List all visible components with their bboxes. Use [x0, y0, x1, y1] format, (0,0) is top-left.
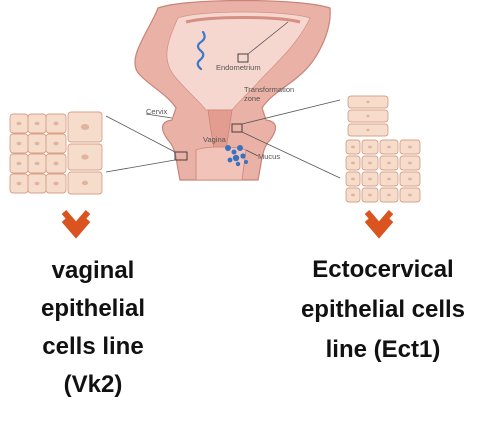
cell-nucleus [351, 194, 355, 197]
cell-nucleus [387, 162, 391, 165]
cell-nucleus [81, 124, 89, 130]
cell-nucleus [34, 122, 39, 126]
cell-nucleus [366, 101, 369, 103]
cell-nucleus [53, 142, 58, 146]
cell-nucleus [387, 194, 391, 197]
vagina-label: Vagina [203, 135, 227, 144]
cell-nucleus [351, 146, 355, 149]
cell-nucleus [16, 182, 21, 186]
cell-nucleus [351, 178, 355, 181]
cell-nucleus [16, 162, 21, 166]
cell-nucleus [34, 182, 39, 186]
vaginal-epithelium-cells [10, 112, 102, 194]
cell-nucleus [368, 194, 372, 197]
arrow-down-left [64, 212, 88, 234]
cell-nucleus [387, 146, 391, 149]
arrow-down-right [367, 212, 391, 234]
cell-nucleus [408, 146, 412, 149]
mucus-label: Mucus [258, 152, 280, 161]
endometrium-label: Endometrium [216, 63, 261, 72]
cell-nucleus [53, 162, 58, 166]
cell-nucleus [366, 129, 369, 131]
ect1-caption-line: line (Ect1) [268, 330, 498, 370]
cell-nucleus [368, 162, 372, 165]
transformation-zone-label-line2: zone [244, 94, 260, 103]
vk2-caption-line: cells line [18, 328, 168, 366]
vk2-caption: vaginal epithelial cells line (Vk2) [18, 252, 168, 404]
transformation-zone-label: Transformation [244, 85, 294, 94]
cell-nucleus [53, 182, 58, 186]
cell-nucleus [368, 178, 372, 181]
cervix-label: Cervix [146, 107, 168, 116]
ect1-caption-line: epithelial cells [268, 290, 498, 330]
cell-nucleus [82, 181, 88, 185]
ect1-caption: Ectocervical epithelial cells line (Ect1… [268, 250, 498, 370]
cell-nucleus [351, 162, 355, 165]
cell-nucleus [34, 142, 39, 146]
cell-nucleus [16, 122, 21, 126]
cell-nucleus [368, 146, 372, 149]
cell-nucleus [387, 178, 391, 181]
cell-nucleus [408, 178, 412, 181]
cell-nucleus [34, 162, 39, 166]
cell-nucleus [366, 115, 369, 117]
cell-nucleus [53, 122, 58, 126]
cell-nucleus [408, 162, 412, 165]
cell-nucleus [81, 154, 88, 159]
cell-nucleus [408, 194, 412, 197]
vk2-caption-line: epithelial [18, 290, 168, 328]
ect1-caption-line: Ectocervical [268, 250, 498, 290]
ectocervical-epithelium-cells [346, 96, 420, 202]
vk2-caption-line: vaginal [18, 252, 168, 290]
vk2-caption-line: (Vk2) [18, 366, 168, 404]
cell-nucleus [16, 142, 21, 146]
